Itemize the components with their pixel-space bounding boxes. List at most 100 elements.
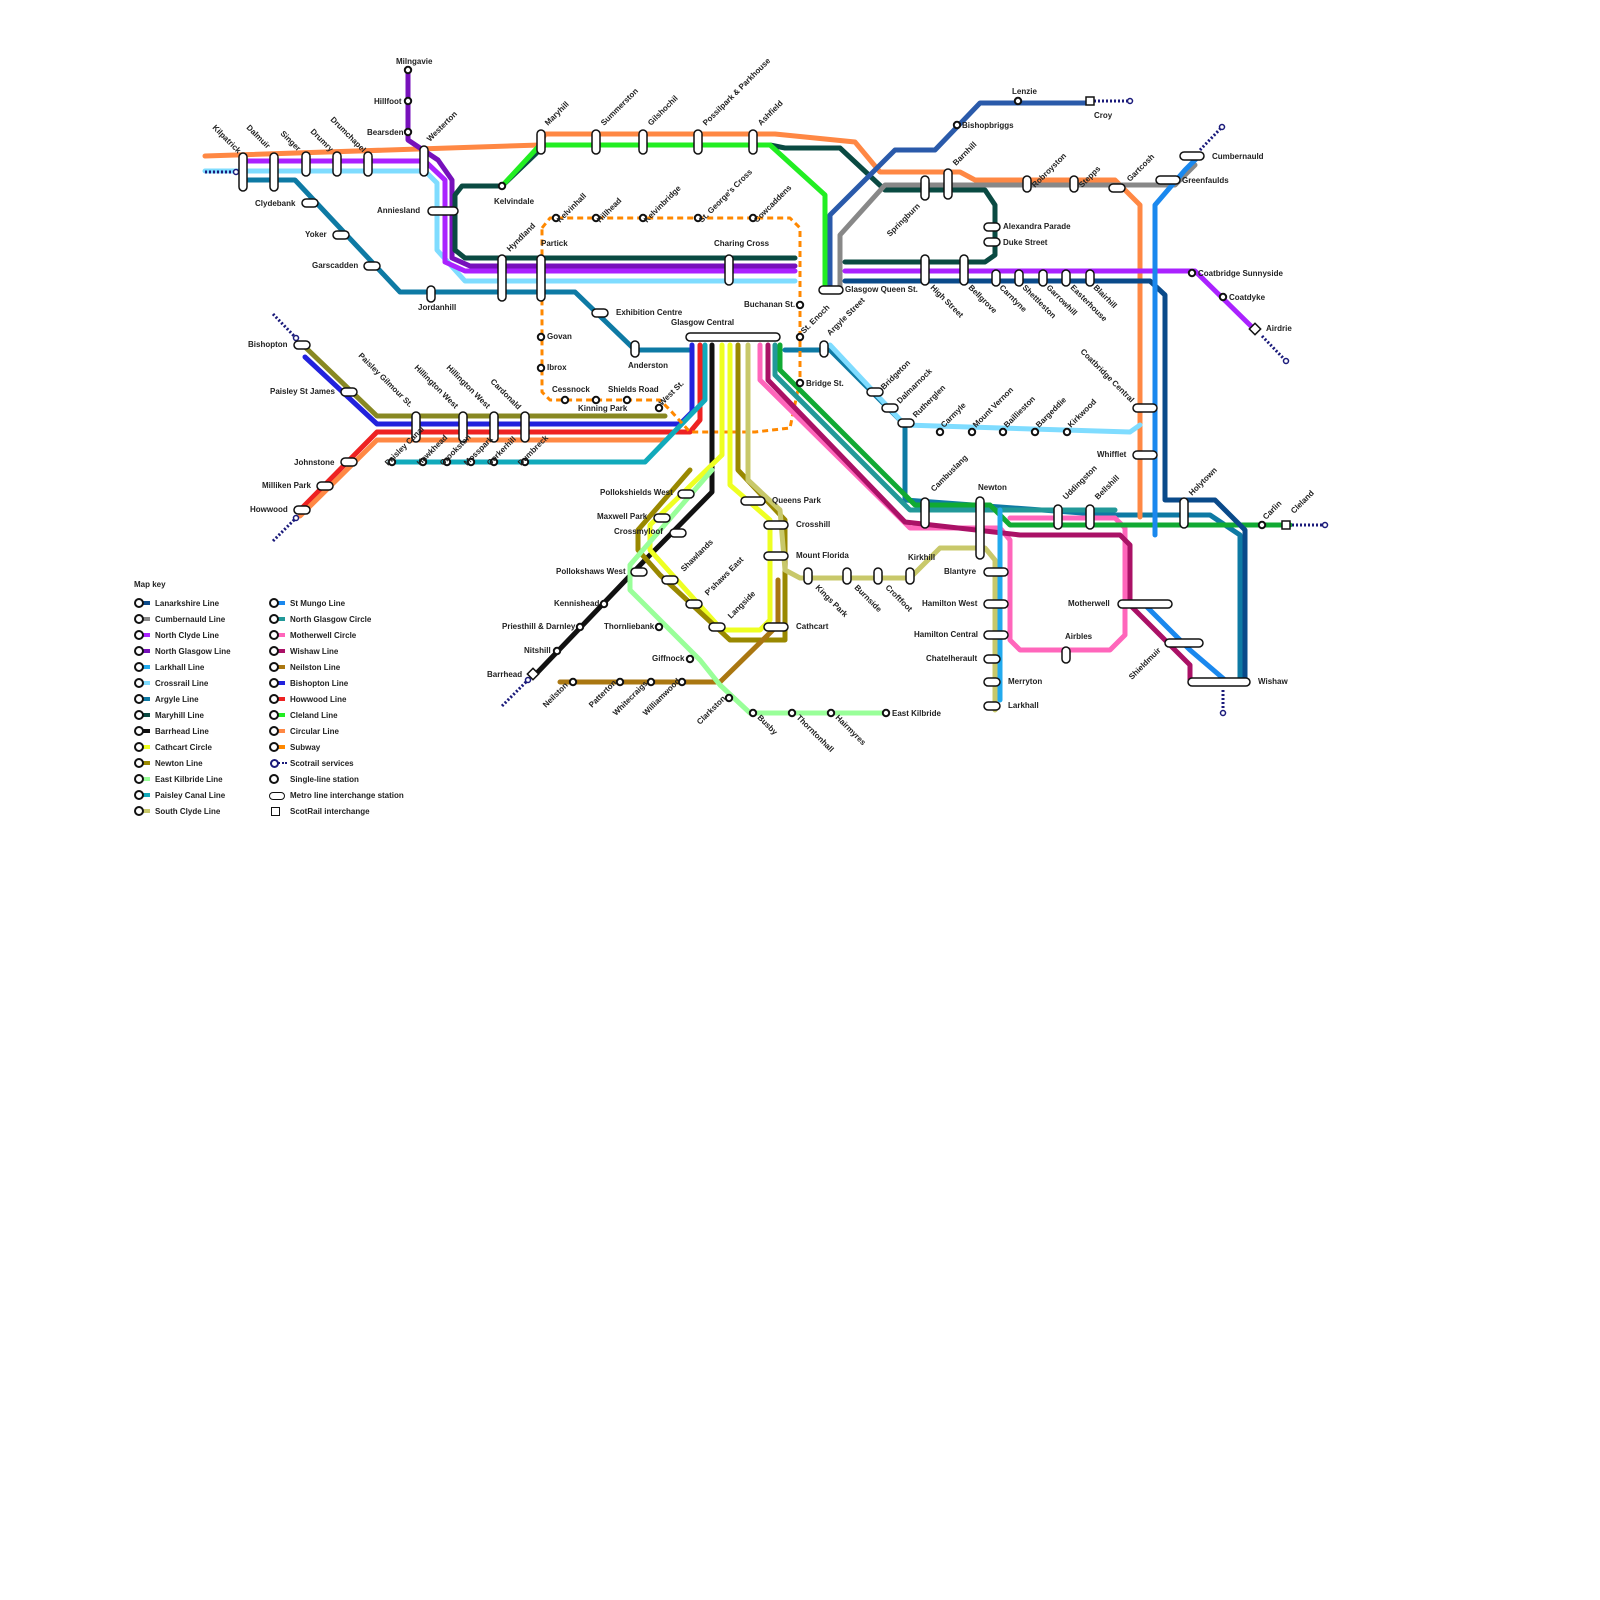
station-marker[interactable]: [935, 427, 945, 437]
interchange-marker[interactable]: [983, 677, 1001, 687]
interchange-marker[interactable]: [1061, 646, 1071, 664]
interchange-marker[interactable]: [1155, 175, 1181, 185]
interchange-marker[interactable]: [983, 654, 1001, 664]
interchange-marker[interactable]: [724, 254, 734, 286]
interchange-marker[interactable]: [693, 129, 703, 155]
interchange-marker[interactable]: [630, 340, 640, 358]
interchange-marker[interactable]: [591, 129, 601, 155]
interchange-marker[interactable]: [920, 175, 930, 201]
station-marker[interactable]: [677, 677, 687, 687]
station-marker[interactable]: [795, 378, 805, 388]
station-marker[interactable]: [795, 332, 805, 342]
interchange-marker[interactable]: [653, 513, 671, 523]
interchange-marker[interactable]: [426, 285, 436, 303]
interchange-marker[interactable]: [685, 599, 703, 609]
interchange-marker[interactable]: [905, 567, 915, 585]
station-marker[interactable]: [1062, 427, 1072, 437]
interchange-marker[interactable]: [983, 630, 1009, 640]
interchange-marker[interactable]: [340, 457, 358, 467]
interchange-marker[interactable]: [316, 481, 334, 491]
interchange-marker[interactable]: [269, 152, 279, 192]
interchange-marker[interactable]: [363, 151, 373, 177]
interchange-marker[interactable]: [763, 551, 789, 561]
interchange-marker[interactable]: [340, 387, 358, 397]
station-marker[interactable]: [654, 403, 664, 413]
station-marker[interactable]: [497, 181, 507, 191]
station-marker[interactable]: [881, 708, 891, 718]
station-marker[interactable]: [466, 457, 476, 467]
station-marker[interactable]: [568, 677, 578, 687]
interchange-marker[interactable]: [983, 222, 1001, 232]
station-marker[interactable]: [748, 708, 758, 718]
interchange-marker[interactable]: [873, 567, 883, 585]
interchange-marker[interactable]: [293, 340, 311, 350]
interchange-marker[interactable]: [959, 254, 969, 286]
interchange-marker[interactable]: [975, 496, 985, 560]
interchange-marker[interactable]: [411, 411, 421, 443]
station-marker[interactable]: [654, 622, 664, 632]
station-marker[interactable]: [403, 96, 413, 106]
interchange-marker[interactable]: [363, 261, 381, 271]
station-marker[interactable]: [952, 120, 962, 130]
interchange-marker[interactable]: [983, 701, 1001, 711]
interchange-marker[interactable]: [748, 129, 758, 155]
station-marker[interactable]: [724, 693, 734, 703]
interchange-marker[interactable]: [1061, 269, 1071, 287]
interchange-marker[interactable]: [638, 129, 648, 155]
station-marker[interactable]: [1030, 427, 1040, 437]
interchange-marker[interactable]: [842, 567, 852, 585]
interchange-marker[interactable]: [293, 505, 311, 515]
interchange-marker[interactable]: [740, 496, 766, 506]
interchange-marker[interactable]: [819, 340, 829, 358]
interchange-marker[interactable]: [419, 145, 429, 177]
interchange-marker[interactable]: [301, 151, 311, 177]
interchange-marker[interactable]: [1022, 175, 1032, 193]
station-marker[interactable]: [787, 708, 797, 718]
station-marker[interactable]: [693, 213, 703, 223]
interchange-marker[interactable]: [1085, 269, 1095, 287]
interchange-marker[interactable]: [238, 152, 248, 192]
station-marker[interactable]: [1257, 520, 1267, 530]
interchange-marker[interactable]: [591, 308, 609, 318]
interchange-marker[interactable]: [763, 520, 789, 530]
interchange-marker[interactable]: [332, 151, 342, 177]
station-marker[interactable]: [536, 363, 546, 373]
station-marker[interactable]: [520, 457, 530, 467]
station-marker[interactable]: [967, 427, 977, 437]
interchange-marker[interactable]: [536, 254, 546, 302]
interchange-marker[interactable]: [526, 667, 540, 681]
interchange-marker[interactable]: [489, 411, 499, 443]
interchange-marker[interactable]: [1164, 638, 1204, 648]
station-marker[interactable]: [442, 457, 452, 467]
station-marker[interactable]: [403, 127, 413, 137]
station-marker[interactable]: [536, 332, 546, 342]
interchange-marker[interactable]: [897, 418, 915, 428]
station-marker[interactable]: [387, 457, 397, 467]
interchange-marker[interactable]: [920, 497, 930, 529]
interchange-marker[interactable]: [983, 567, 1009, 577]
station-marker[interactable]: [998, 427, 1008, 437]
interchange-marker[interactable]: [1053, 504, 1063, 530]
station-marker[interactable]: [638, 213, 648, 223]
interchange-marker[interactable]: [1179, 151, 1205, 161]
station-marker[interactable]: [560, 395, 570, 405]
interchange-marker[interactable]: [881, 403, 899, 413]
interchange-marker[interactable]: [1085, 504, 1095, 530]
station-marker[interactable]: [795, 300, 805, 310]
station-marker[interactable]: [1218, 292, 1228, 302]
interchange-marker[interactable]: [1248, 322, 1262, 336]
interchange-marker[interactable]: [458, 411, 468, 443]
interchange-marker[interactable]: [536, 129, 546, 155]
interchange-marker[interactable]: [1117, 599, 1173, 609]
station-marker[interactable]: [591, 213, 601, 223]
station-marker[interactable]: [748, 213, 758, 223]
interchange-marker[interactable]: [677, 489, 695, 499]
station-marker[interactable]: [575, 622, 585, 632]
interchange-marker[interactable]: [630, 567, 648, 577]
station-marker[interactable]: [615, 677, 625, 687]
station-marker[interactable]: [403, 65, 413, 75]
station-marker[interactable]: [489, 457, 499, 467]
station-marker[interactable]: [1187, 268, 1197, 278]
station-marker[interactable]: [591, 395, 601, 405]
interchange-marker[interactable]: [983, 237, 1001, 247]
